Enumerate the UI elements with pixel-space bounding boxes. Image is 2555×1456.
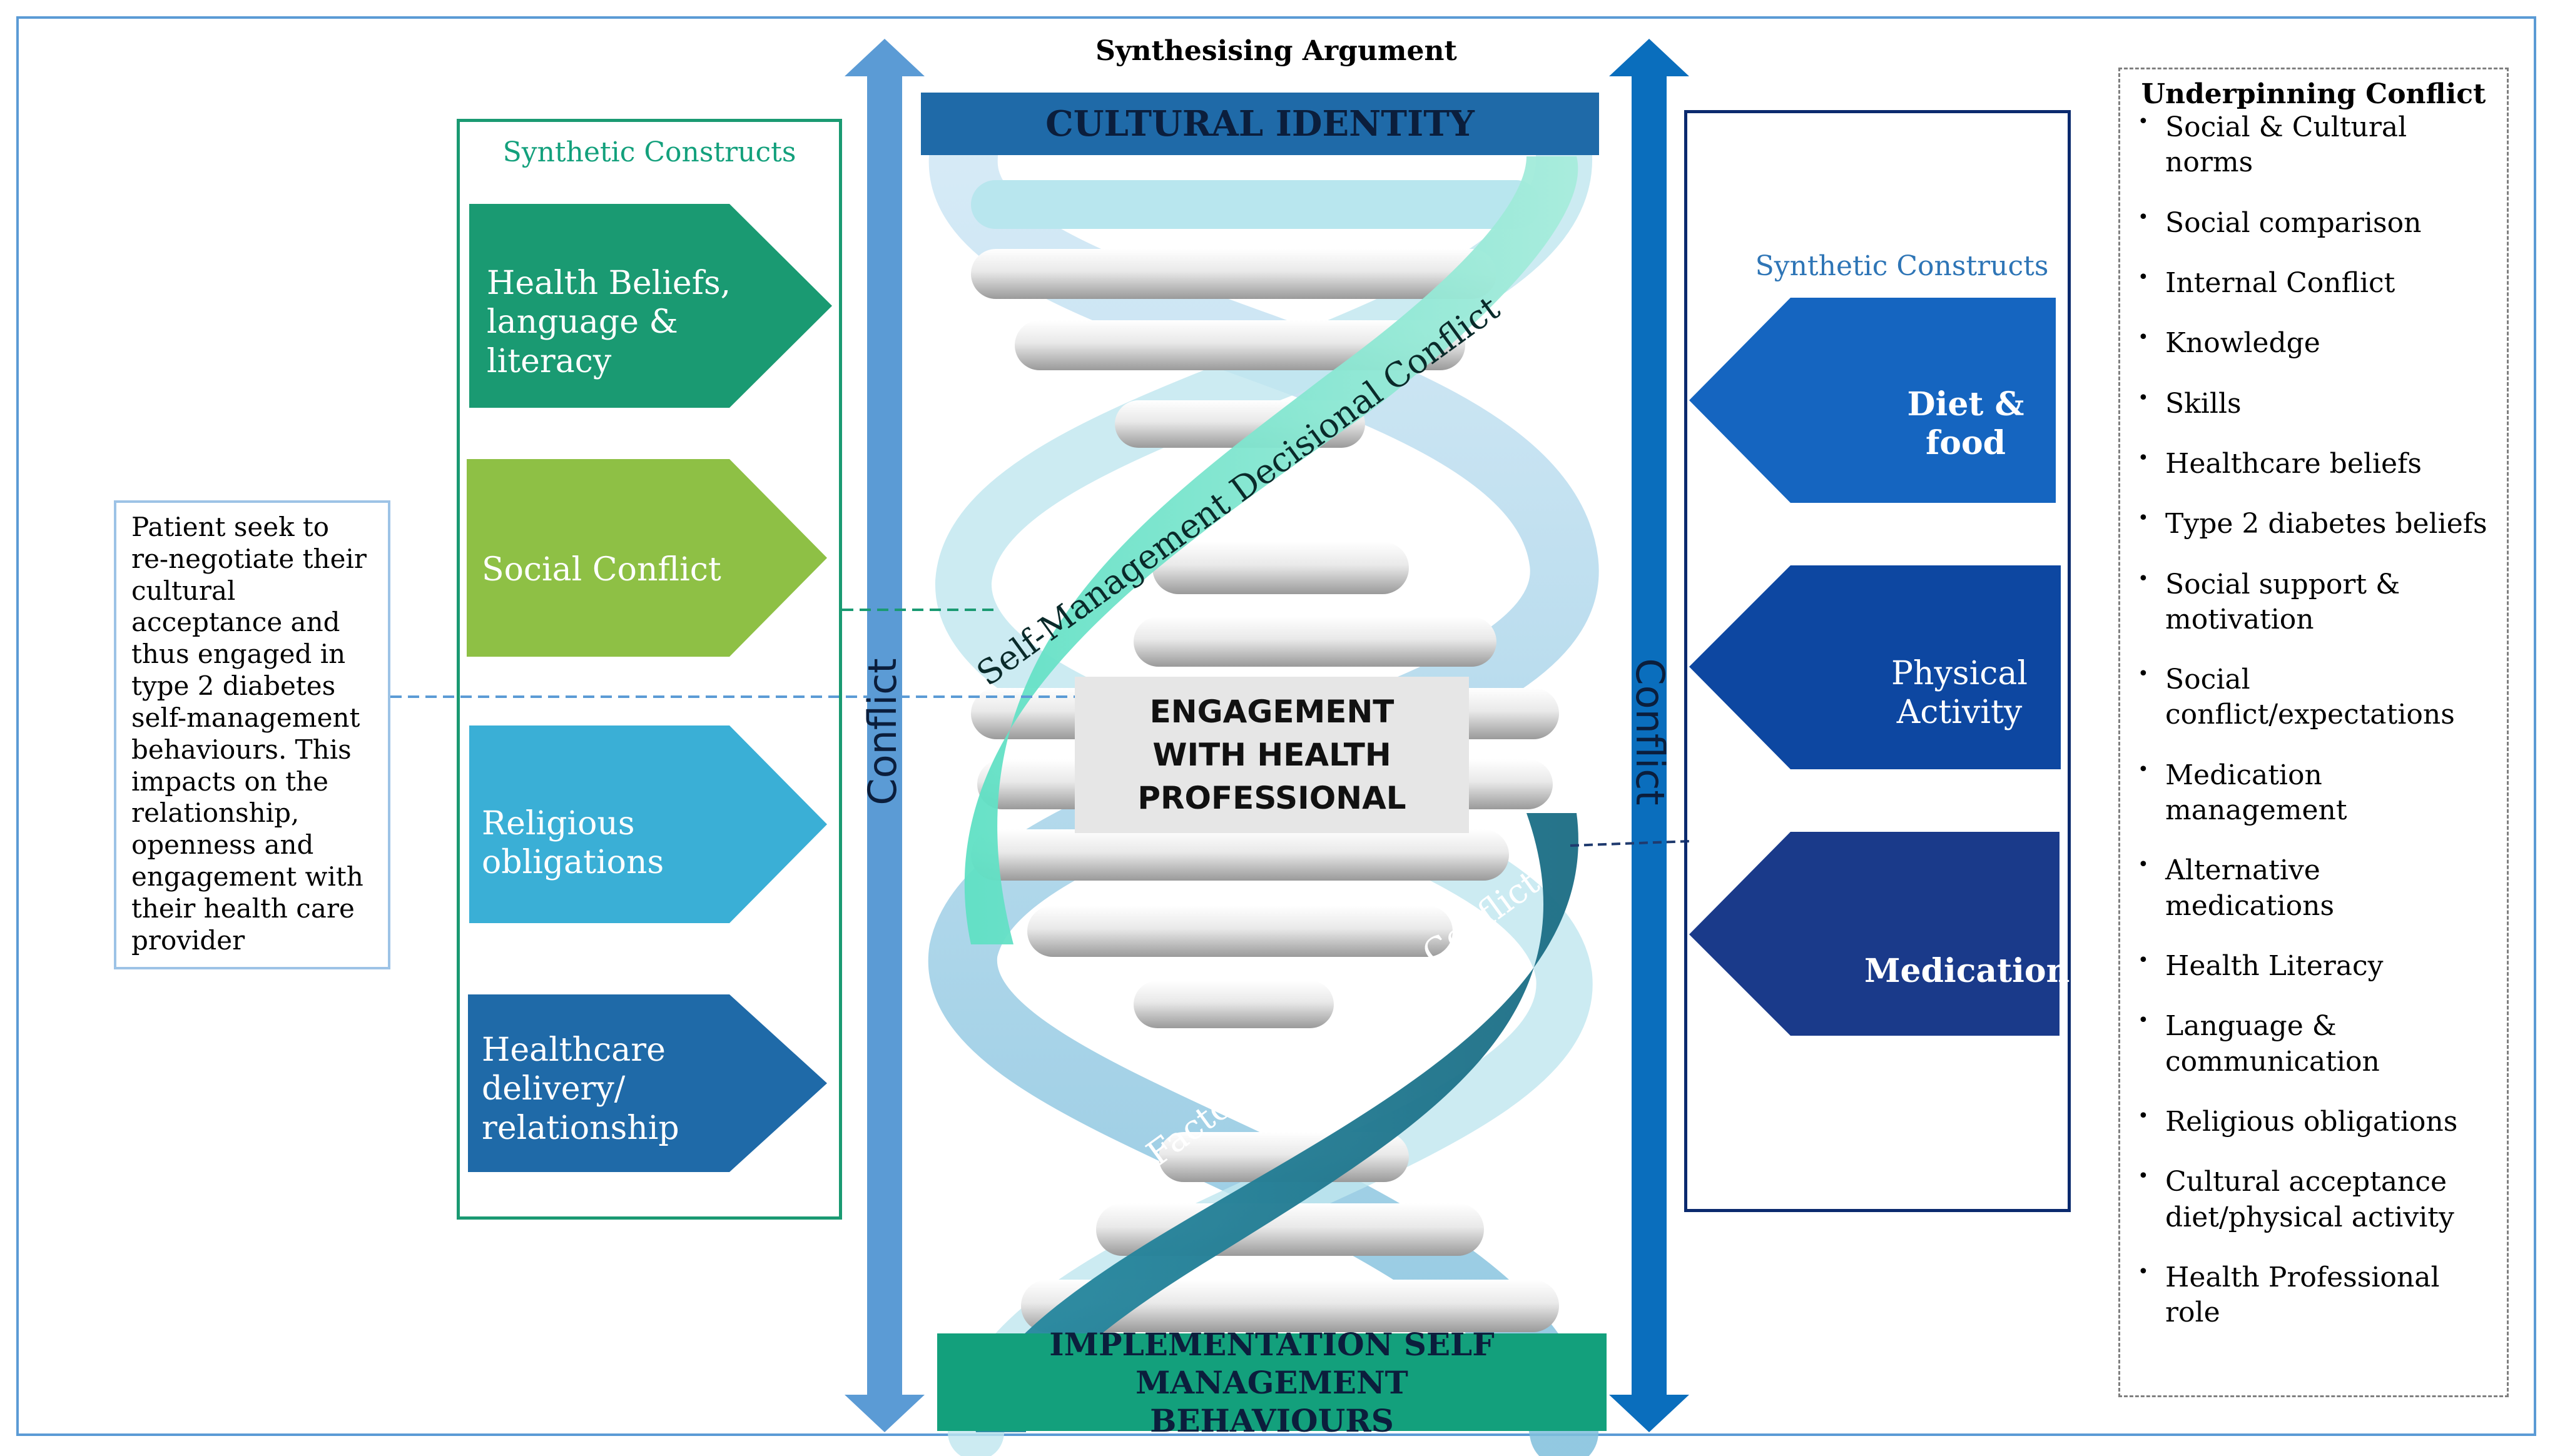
chevron-label-physical: Physical Activity bbox=[1891, 655, 2028, 732]
chevron-label-religious: Religious obligations bbox=[482, 805, 664, 882]
underpinning-item: Social comparison bbox=[2133, 206, 2494, 241]
underpinning-item: Alternative medications bbox=[2133, 853, 2494, 924]
chevron-physical bbox=[1689, 565, 2061, 769]
right-constructs-box bbox=[1684, 110, 2071, 1212]
side-note-box: Patient seek to re-negotiate their cultu… bbox=[114, 500, 390, 969]
rung bbox=[1134, 617, 1496, 667]
left-constructs-title: Synthetic Constructs bbox=[502, 136, 796, 168]
underpinning-item: Type 2 diabetes beliefs bbox=[2133, 507, 2494, 542]
implementation-label: IMPLEMENTATION SELF MANAGEMENT BEHAVIOUR… bbox=[1049, 1325, 1495, 1439]
rung bbox=[971, 829, 1509, 881]
underpinning-item: Health Literacy bbox=[2133, 949, 2494, 984]
side-note-text: Patient seek to re-negotiate their cultu… bbox=[131, 512, 367, 956]
chevron-label-social-conflict: Social Conflict bbox=[482, 551, 721, 589]
right-constructs-title: Synthetic Constructs bbox=[1755, 250, 2049, 282]
ribbon-lower bbox=[974, 813, 1578, 1432]
underpinning-item: Medication management bbox=[2133, 758, 2494, 829]
right-chevrons bbox=[1689, 298, 2061, 1036]
cultural-identity-label: CULTURAL IDENTITY bbox=[1045, 103, 1475, 144]
engagement-box: ENGAGEMENT WITH HEALTH PROFESSIONAL bbox=[1075, 677, 1469, 833]
right-conflict-label: Conflict bbox=[1627, 658, 1673, 805]
underpinning-item: Social conflict/expectations bbox=[2133, 662, 2494, 733]
rung bbox=[1027, 906, 1453, 957]
left-conflict-arrow: Conflict bbox=[845, 39, 925, 1432]
rung bbox=[971, 180, 1540, 229]
chevron-label-medication: Medication bbox=[1864, 952, 2070, 990]
outer-frame bbox=[16, 16, 2536, 1436]
underpinning-item: Social support & motivation bbox=[2133, 567, 2494, 638]
underpinning-item: Religious obligations bbox=[2133, 1105, 2494, 1140]
chevron-health-beliefs bbox=[469, 204, 832, 408]
chevron-diet bbox=[1689, 298, 2056, 503]
underpinning-conflict-list: Social & Cultural normsSocial comparison… bbox=[2133, 110, 2494, 1331]
chevron-social-conflict bbox=[467, 459, 827, 657]
chevron-label-diet: Diet & food bbox=[1907, 385, 2024, 463]
underpinning-item: Skills bbox=[2133, 387, 2494, 422]
underpinning-conflict-box: Underpinning Conflict Social & Cultural … bbox=[2118, 68, 2509, 1397]
chevron-label-healthcare: Healthcare delivery/ relationship bbox=[482, 1031, 679, 1147]
ribbon-upper bbox=[964, 156, 1578, 944]
left-constructs-box bbox=[457, 119, 842, 1220]
underpinning-item: Language & communication bbox=[2133, 1009, 2494, 1079]
right-conflict-arrow: Conflict bbox=[1609, 39, 1689, 1432]
connector-right-constructs bbox=[1570, 840, 1690, 847]
chevron-healthcare bbox=[468, 994, 827, 1172]
underpinning-item: Cultural acceptance diet/physical activi… bbox=[2133, 1165, 2494, 1235]
implementation-banner: IMPLEMENTATION SELF MANAGEMENT BEHAVIOUR… bbox=[937, 1326, 1607, 1439]
left-conflict-label: Conflict bbox=[860, 658, 905, 805]
cultural-identity-banner: CULTURAL IDENTITY bbox=[921, 93, 1599, 155]
left-chevrons bbox=[467, 204, 832, 1172]
rung bbox=[1152, 542, 1409, 594]
underpinning-item: Internal Conflict bbox=[2133, 266, 2494, 301]
chevron-label-health-beliefs: Health Beliefs, language & literacy bbox=[487, 265, 731, 380]
chevron-religious bbox=[469, 725, 827, 923]
chevron-medication bbox=[1689, 832, 2060, 1036]
underpinning-item: Knowledge bbox=[2133, 326, 2494, 361]
underpinning-item: Health Professional role bbox=[2133, 1260, 2494, 1331]
underpinning-item: Social & Cultural norms bbox=[2133, 110, 2494, 181]
synthesising-argument-label: Synthesising Argument bbox=[1095, 35, 1457, 67]
rung bbox=[1134, 981, 1334, 1028]
engagement-label: ENGAGEMENT WITH HEALTH PROFESSIONAL bbox=[1137, 693, 1406, 816]
underpinning-item: Healthcare beliefs bbox=[2133, 447, 2494, 482]
rung bbox=[971, 249, 1496, 299]
underpinning-conflict-title: Underpinning Conflict bbox=[2141, 78, 2486, 110]
